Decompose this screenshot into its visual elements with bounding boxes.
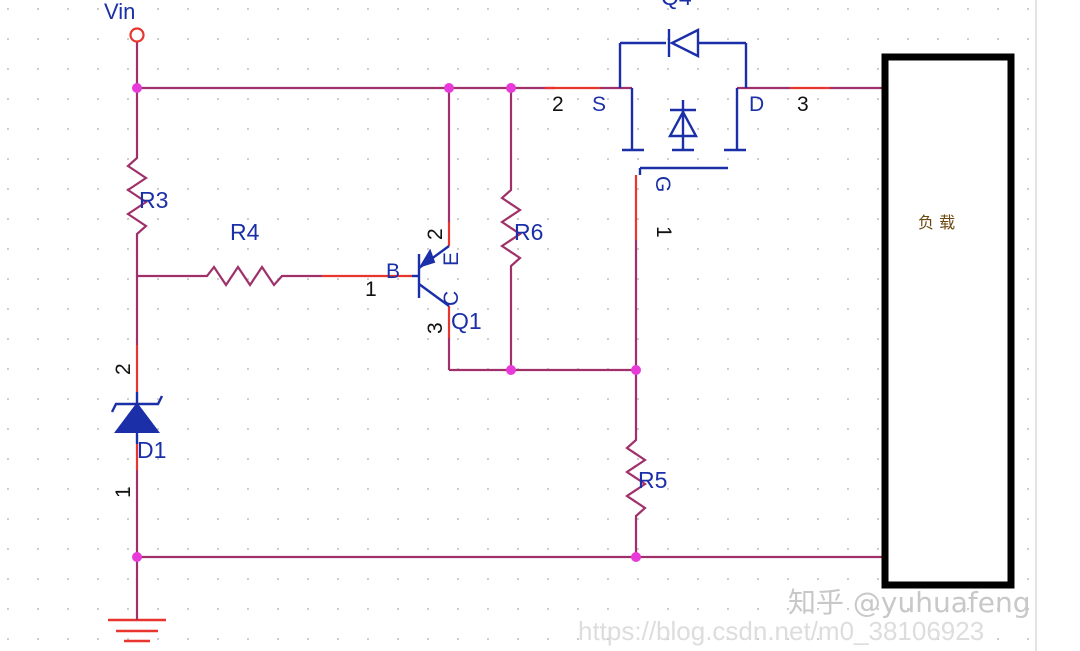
zhihu-watermark: 知乎 @yuhuafeng bbox=[788, 586, 1030, 619]
q4-gate-letter: G bbox=[651, 176, 674, 192]
q4-source-num: 2 bbox=[552, 93, 564, 116]
d1-zener-symbol bbox=[110, 392, 164, 444]
q4-source-letter: S bbox=[592, 93, 606, 116]
q4-gate-num: 1 bbox=[652, 226, 675, 238]
q4-label: Q4 bbox=[661, 0, 692, 10]
r6-resistor-symbol bbox=[500, 182, 522, 274]
q1-label: Q1 bbox=[451, 308, 482, 334]
load-box bbox=[881, 53, 1015, 589]
r3-resistor-symbol bbox=[126, 150, 148, 246]
r4-resistor-symbol bbox=[200, 265, 292, 287]
q1-emitter-num: 2 bbox=[424, 228, 447, 240]
q1-transistor-symbol bbox=[412, 245, 450, 307]
vin-label: Vin bbox=[104, 0, 135, 24]
q1-emitter-letter: E bbox=[440, 252, 463, 266]
q1-base-letter: B bbox=[386, 260, 400, 283]
r5-label: R5 bbox=[638, 467, 667, 493]
q4-drain-num: 3 bbox=[797, 93, 809, 116]
load-label: 负 载 bbox=[918, 213, 955, 232]
q4-mosfet-symbol bbox=[618, 28, 748, 175]
q1-collector-letter: C bbox=[440, 291, 463, 306]
q4-drain-letter: D bbox=[749, 93, 764, 116]
r5-resistor-symbol bbox=[625, 432, 647, 524]
r3-label: R3 bbox=[139, 187, 168, 213]
csdn-watermark: https://blog.csdn.net/m0_38106923 bbox=[578, 616, 984, 646]
r4-label: R4 bbox=[230, 219, 260, 245]
d1-label: D1 bbox=[137, 437, 166, 463]
d1-bottom-pin-num: 1 bbox=[112, 486, 135, 498]
vin-terminal bbox=[129, 27, 145, 43]
junctions bbox=[132, 83, 641, 562]
q1-collector-num: 3 bbox=[424, 322, 447, 334]
d1-top-pin-num: 2 bbox=[112, 363, 135, 375]
grid-background bbox=[0, 0, 1035, 651]
ground-symbol bbox=[108, 600, 166, 643]
q1-base-num: 1 bbox=[365, 278, 377, 301]
r6-label: R6 bbox=[514, 219, 543, 245]
